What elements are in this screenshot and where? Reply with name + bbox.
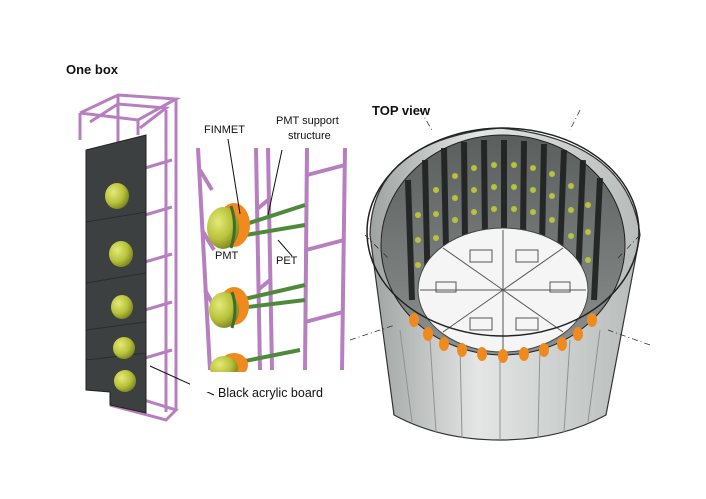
cylinder-rim (366, 127, 640, 337)
one-box-title: One box (66, 62, 119, 77)
top-view-title: TOP view (372, 103, 431, 118)
pmt-support-label-line1: PMT support (276, 115, 339, 127)
one-box-module (78, 93, 215, 422)
finmet-label: FINMET (204, 124, 245, 136)
pet-label: PET (276, 255, 298, 267)
pmt-support-label-line2: structure (288, 130, 331, 142)
support-callout-line (267, 149, 283, 216)
front-finmet-ring (409, 313, 597, 363)
inner-modules (405, 139, 603, 301)
detail-pmt-2 (209, 287, 249, 329)
finmet-callout-line (227, 138, 241, 215)
axis-lines (349, 109, 651, 346)
pet-callout-line (277, 239, 293, 257)
detail-view (190, 138, 360, 392)
pmt-bulb (114, 370, 136, 392)
pmt-bulb (207, 207, 239, 249)
pmt-bulb (113, 337, 135, 359)
pmt-bulb (111, 295, 133, 319)
pmt-bulb (109, 241, 133, 267)
black-acrylic-board-label: Black acrylic board (218, 386, 323, 400)
pmt-label: PMT (215, 250, 239, 262)
box-pmt-bulbs (105, 183, 136, 392)
top-view-detector (349, 109, 651, 441)
pmt-support-tubes (239, 203, 306, 364)
inner-pmt-dots (415, 162, 591, 268)
pmt-bulb (209, 292, 239, 328)
detail-pmt-1 (207, 203, 250, 249)
pmt-bulb (105, 183, 129, 209)
